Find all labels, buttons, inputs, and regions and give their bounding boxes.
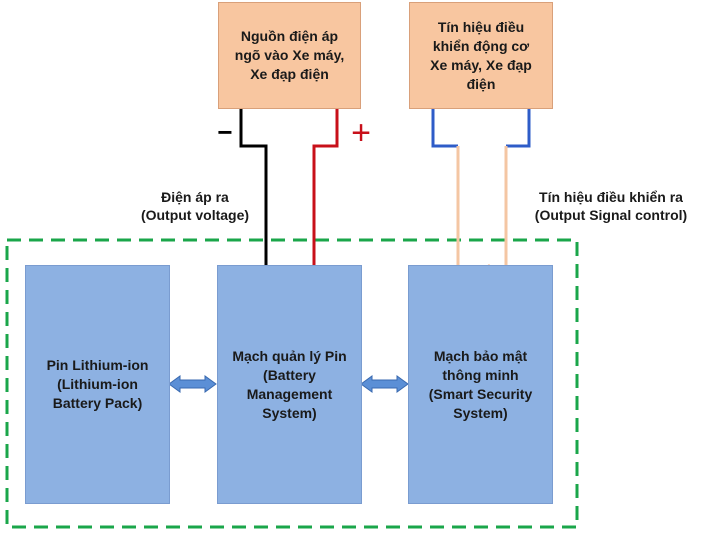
positive-wire — [312, 108, 339, 266]
bms-line-4: System) — [262, 404, 317, 421]
system-enclosure — [5, 238, 579, 529]
signal-wire-right-peach — [490, 146, 508, 278]
double-arrow-right — [360, 375, 409, 393]
signal-line-4: điện — [466, 75, 496, 92]
negative-wire — [239, 108, 268, 266]
output-signal-line-2: (Output Signal control) — [534, 207, 688, 223]
output-voltage-line-1: Điện áp ra — [161, 189, 229, 205]
source-line-1: Nguồn điện áp — [240, 28, 339, 44]
double-arrow-left — [168, 375, 217, 393]
battery-pack-box: Pin Lithium-ion (Lithium-ion Battery Pac… — [25, 265, 170, 504]
output-signal-line-1: Tín hiệu điều khiển ra — [539, 189, 683, 205]
output-voltage-line-2: (Output voltage) — [140, 207, 250, 223]
plus-symbol: + — [351, 114, 371, 152]
bms-line-3: Management — [246, 385, 333, 402]
signal-line-3: Xe máy, Xe đạp — [430, 56, 532, 73]
battery-line-3: Battery Pack) — [52, 395, 143, 411]
minus-symbol: − — [217, 117, 233, 147]
battery-line-2: (Lithium-ion — [57, 376, 138, 392]
output-signal-label: Tín hiệu điều khiển ra (Output Signal co… — [518, 188, 704, 224]
signal-line-2: khiển động cơ — [432, 37, 530, 54]
signal-wire-left-peach — [456, 146, 476, 278]
bms-line-2: (Battery — [263, 366, 316, 383]
source-line-2: ngõ vào Xe máy, — [234, 47, 345, 63]
security-line-2: thông minh — [442, 366, 519, 383]
bms-line-1: Mạch quản lý Pin — [232, 347, 347, 364]
output-voltage-label: Điện áp ra (Output voltage) — [120, 188, 270, 224]
security-line-4: System) — [453, 404, 508, 421]
motor-control-signal-box: Tín hiệu điều khiển động cơ Xe máy, Xe đ… — [409, 2, 553, 109]
battery-management-system-box: Mạch quản lý Pin (Battery Management Sys… — [217, 265, 362, 504]
source-line-3: Xe đạp điện — [250, 66, 329, 82]
security-line-1: Mạch bảo mật — [433, 347, 528, 364]
signal-wire-left-blue — [431, 108, 458, 148]
smart-security-system-box: Mạch bảo mật thông minh (Smart Security … — [408, 265, 553, 504]
battery-line-1: Pin Lithium-ion — [46, 357, 149, 373]
signal-wire-right-blue — [506, 108, 531, 148]
input-voltage-source-box: Nguồn điện áp ngõ vào Xe máy, Xe đạp điệ… — [218, 2, 361, 109]
security-line-3: (Smart Security — [428, 385, 533, 402]
signal-line-1: Tín hiệu điều — [437, 18, 525, 35]
